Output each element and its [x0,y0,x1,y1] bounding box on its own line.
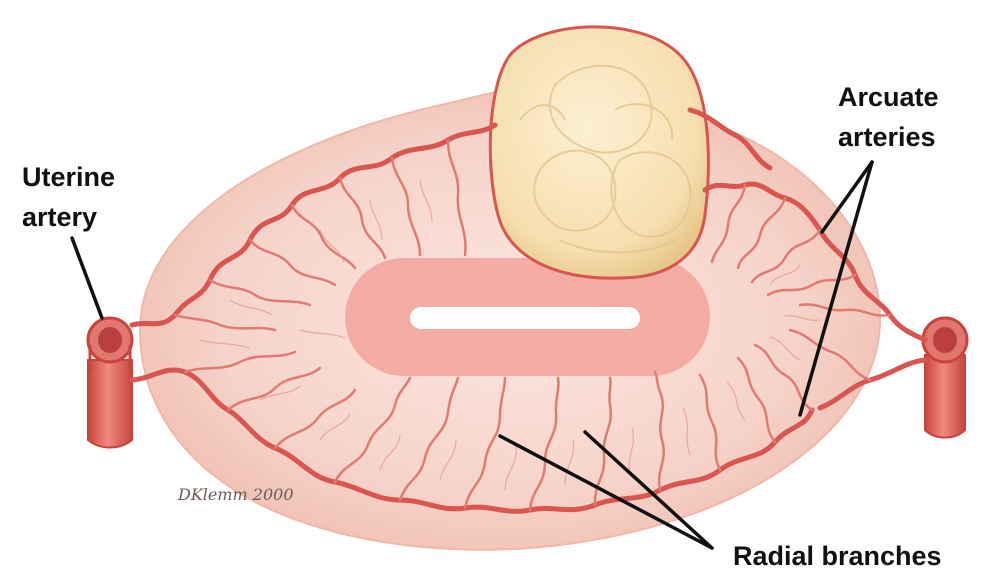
right-uterine-artery [923,318,967,438]
left-uterine-artery [88,318,132,448]
uterine-artery-label-line2: artery [22,202,97,232]
uterine-artery-label-line1: Uterine [22,162,115,192]
radial-branches-label: Radial branches [733,541,942,571]
fetus [490,27,708,278]
uterine-lumen [410,307,640,329]
left-artery-trunk [88,360,132,448]
uterine-cavity [345,258,710,376]
right-artery-lumen [933,327,957,353]
left-artery-lumen [98,327,122,353]
right-artery-trunk [925,355,965,438]
arcuate-arteries-label-line2: arteries [838,122,936,152]
arcuate-arteries-label-line1: Arcuate [838,82,939,112]
artist-signature: DKlemm 2000 [177,485,294,504]
uterine-artery-leader [72,238,102,318]
